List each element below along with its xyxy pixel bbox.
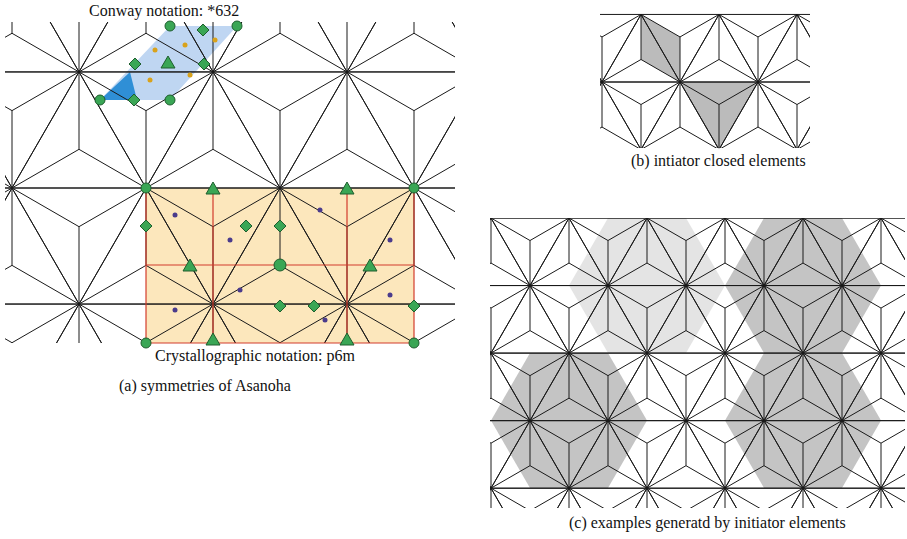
- asanoha-grid: [5, 22, 455, 343]
- caption-text: Crystallographic notation: p6m: [152, 347, 358, 365]
- asanoha-grid: [600, 14, 810, 148]
- asanoha-lines: [5, 22, 455, 343]
- motif-marks: [173, 208, 393, 323]
- asanoha-lines: [490, 218, 905, 508]
- caption-text: (b) intiator closed elements: [628, 152, 809, 170]
- asanoha-grid: [490, 218, 905, 508]
- caption-text: Conway notation: *632: [86, 2, 242, 20]
- asanoha-lines: [600, 14, 810, 148]
- caption-text: (c) examples generatd by initiator eleme…: [566, 514, 849, 532]
- motif-marks: [148, 38, 218, 83]
- mirror-lines: [146, 188, 414, 343]
- unit-cell: [100, 26, 237, 100]
- symmetry-markers: [95, 21, 420, 348]
- fundamental-region: [100, 72, 137, 100]
- caption-text: (a) symmetries of Asanoha: [116, 377, 294, 395]
